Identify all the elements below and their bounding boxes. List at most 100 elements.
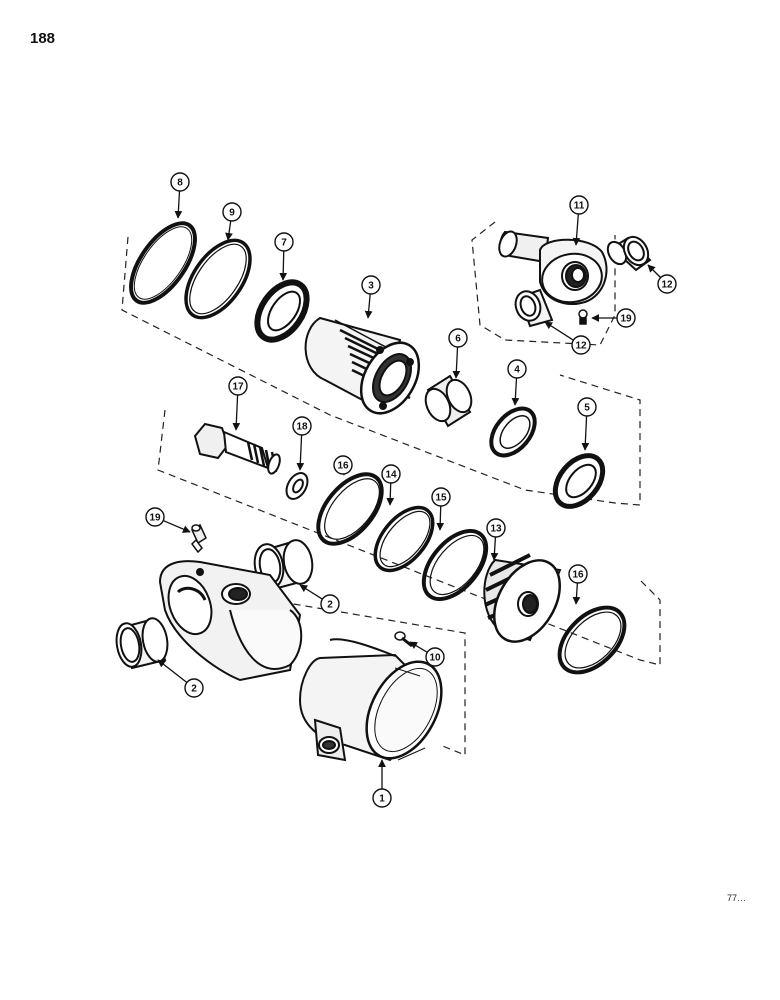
page-number: 188	[30, 30, 56, 47]
fitting-19-upper	[578, 309, 588, 325]
washer-18	[285, 472, 309, 500]
ring-14	[373, 505, 435, 573]
callout-number: 7	[281, 238, 287, 249]
leader-line	[647, 264, 662, 279]
callout-circle	[448, 328, 468, 348]
callout-number: 15	[435, 493, 447, 504]
callout-circle	[222, 202, 242, 222]
leader-line	[490, 536, 499, 561]
ring-4	[489, 406, 537, 458]
callout-circle	[381, 464, 401, 484]
ring-16-upper	[316, 472, 384, 546]
callout-number: 2	[191, 684, 197, 695]
callout-number: 19	[620, 314, 632, 325]
callout-circle	[228, 376, 248, 396]
bushing-12-upper	[606, 235, 652, 272]
fitting-19-lower	[191, 523, 207, 554]
leader-line	[409, 641, 428, 653]
callout-number: 10	[429, 653, 441, 664]
bushing-2-lower	[115, 617, 169, 670]
callout-number: 2	[327, 600, 333, 611]
callout-number: 19	[149, 513, 161, 524]
callout-number: 16	[572, 570, 584, 581]
callout-circle	[425, 647, 445, 667]
callout-number: 3	[368, 281, 374, 292]
callout-16: 16	[333, 455, 353, 476]
outline-piston-group	[157, 409, 661, 666]
leader-line	[511, 377, 520, 406]
callout-circle	[170, 172, 190, 192]
ring-8	[129, 221, 197, 305]
callout-number: 4	[514, 365, 520, 376]
leader-line	[544, 321, 574, 341]
callout-2: 2	[157, 659, 204, 698]
outline-gland-group	[121, 236, 641, 506]
ring-9	[184, 238, 252, 320]
figure-code: 77…	[727, 893, 747, 903]
gland-3	[304, 316, 421, 415]
leader-line	[279, 250, 288, 281]
callout-circle	[145, 507, 165, 527]
callout-14: 14	[381, 464, 401, 506]
callout-number: 5	[584, 403, 590, 414]
bushing-12-lower	[514, 288, 554, 328]
leader-line	[157, 659, 188, 683]
callout-number: 16	[337, 461, 349, 472]
leader-line	[174, 190, 183, 219]
leader-line	[572, 213, 581, 246]
outline-tube-group	[269, 599, 466, 756]
callout-number: 9	[229, 208, 235, 219]
callout-circle	[333, 455, 353, 475]
leader-line	[581, 415, 590, 451]
callout-4: 4	[507, 359, 527, 406]
leader-line	[299, 584, 323, 600]
callout-number: 12	[575, 341, 587, 352]
callout-7: 7	[274, 232, 294, 281]
callout-5: 5	[577, 397, 597, 451]
leader-line	[364, 293, 373, 319]
callout-number: 18	[296, 422, 308, 433]
callout-circle	[616, 308, 636, 328]
cylinder-base	[158, 560, 303, 682]
ring-15	[421, 528, 489, 602]
outline-rod-eye-group	[471, 221, 616, 346]
callout-10: 10	[409, 641, 445, 667]
leader-line	[296, 434, 305, 471]
callout-number: 6	[455, 334, 461, 345]
callout-19: 19	[591, 308, 636, 328]
callout-circle	[657, 274, 677, 294]
callout-17: 17	[228, 376, 248, 431]
callout-11: 11	[569, 195, 589, 246]
callout-circle	[569, 195, 589, 215]
callout-16: 16	[568, 564, 588, 605]
leader-line	[386, 482, 395, 506]
callout-number: 12	[661, 280, 673, 291]
piston-13	[483, 553, 562, 643]
callout-circle	[571, 335, 591, 355]
cylinder-tube-1	[298, 638, 443, 762]
leader-line	[163, 519, 191, 533]
callout-number: 14	[385, 470, 397, 481]
callout-circle	[184, 678, 204, 698]
callout-circle	[292, 416, 312, 436]
callout-circle	[568, 564, 588, 584]
callout-12: 12	[544, 321, 591, 355]
rod-eye-11	[498, 230, 608, 305]
callout-15: 15	[431, 487, 451, 531]
callout-3: 3	[361, 275, 381, 319]
callout-9: 9	[222, 202, 242, 241]
callout-8: 8	[170, 172, 190, 219]
callout-number: 8	[177, 178, 183, 189]
callout-circle	[361, 275, 381, 295]
callout-circle	[507, 359, 527, 379]
callout-number: 17	[232, 382, 244, 393]
callout-circle	[274, 232, 294, 252]
callout-number: 13	[490, 524, 502, 535]
callout-number: 11	[574, 201, 585, 212]
bolt-17	[193, 422, 281, 475]
callout-number: 1	[379, 794, 385, 805]
seal-5	[552, 453, 606, 509]
bushing-6	[424, 374, 473, 428]
callout-1: 1	[372, 759, 392, 808]
